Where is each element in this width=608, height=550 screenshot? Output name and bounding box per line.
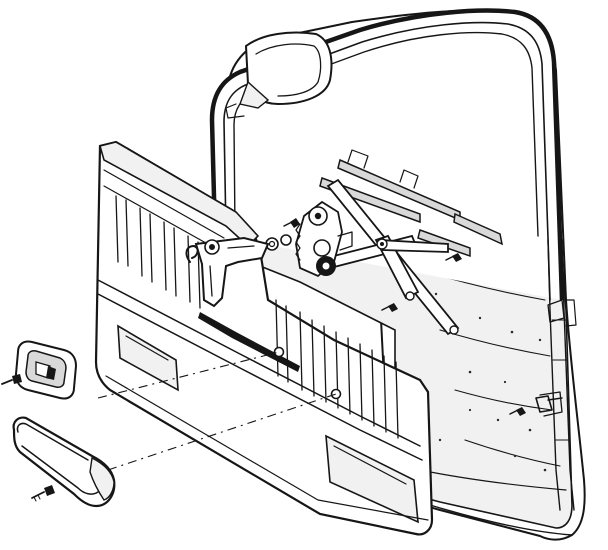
window-regulator [265,149,526,416]
panel-pull-handle [194,236,270,308]
lock-clips [535,395,563,413]
armrest [12,416,116,508]
explosion-lines [97,351,337,471]
regulator-bolts [283,218,526,416]
inside-handle-bezel [14,340,78,400]
door-trim-panel [94,140,434,536]
mounting-screws [1,374,55,502]
side-mirror [225,31,333,119]
